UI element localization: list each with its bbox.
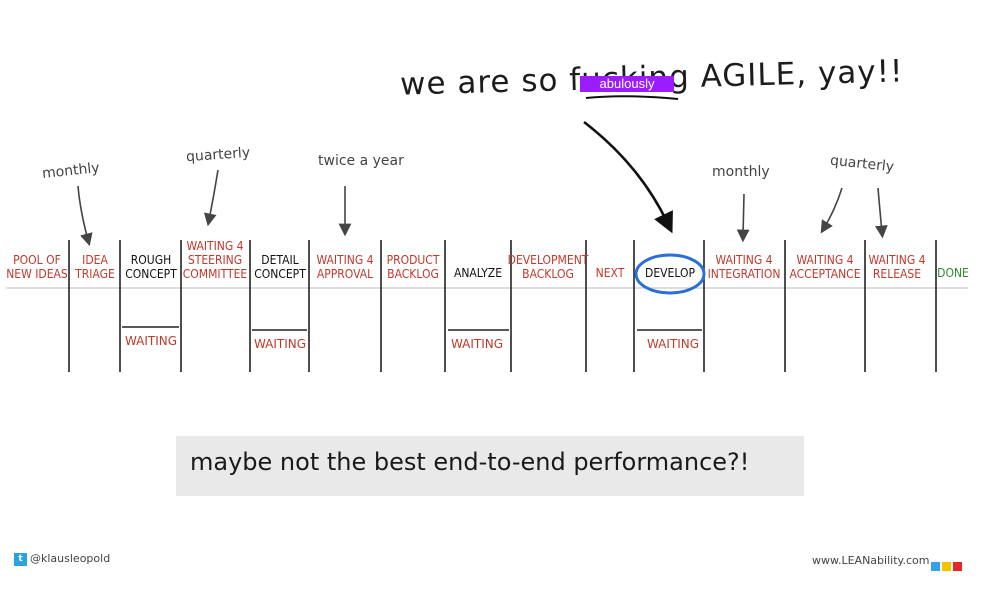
develop-highlight-circle	[634, 253, 706, 295]
column-header-line: ROUGH	[130, 253, 172, 267]
column-header-line: WAITING 4	[868, 253, 926, 267]
column-header-line: DEVELOPMENT	[507, 253, 589, 267]
arrow-monthly-integration	[736, 193, 750, 243]
waiting-label-detail-concept: WAITING	[253, 337, 307, 351]
column-header-line: COMMITTEE	[182, 267, 248, 281]
column-header-line: INTEGRATION	[707, 267, 781, 281]
column-header-line: DEVELOP	[645, 266, 695, 280]
arrow-headline-to-develop	[583, 120, 673, 234]
column-header-line: CONCEPT	[125, 267, 177, 281]
fabulously-overlay-label: abulously	[580, 76, 674, 92]
column-header-line: TRIAGE	[75, 267, 115, 281]
column-header-line: DETAIL	[261, 253, 299, 267]
waiting-label-develop: WAITING	[646, 337, 700, 351]
footer-highlight-box	[176, 436, 804, 496]
waiting-label-rough-concept: WAITING	[124, 334, 178, 348]
footer-question: maybe not the best end-to-end performanc…	[190, 448, 750, 476]
column-header-line: NEXT	[595, 266, 625, 280]
column-header-line: WAITING 4	[316, 253, 374, 267]
logo-square-yellow	[942, 562, 951, 571]
column-header-line: WAITING 4	[715, 253, 773, 267]
column-header-line: WAITING 4	[796, 253, 854, 267]
column-header-line: ANALYZE	[453, 266, 503, 280]
column-header-line: PRODUCT	[386, 253, 440, 267]
twitter-icon: t	[14, 552, 27, 566]
column-header-line: CONCEPT	[254, 267, 306, 281]
column-header-line: POOL OF	[13, 253, 61, 267]
leanability-logo-squares	[931, 556, 964, 575]
waiting-label-analyze: WAITING	[450, 337, 504, 351]
column-header-line: BACKLOG	[387, 267, 439, 281]
column-header-line: IDEA	[82, 253, 108, 267]
column-header-line: ACCEPTANCE	[789, 267, 861, 281]
twitter-credit[interactable]: t@klausleopold	[14, 552, 110, 566]
column-header-line: BACKLOG	[522, 267, 574, 281]
annotation-monthly-integration: monthly	[712, 164, 770, 180]
column-header-line: WAITING 4	[186, 239, 244, 253]
arrow-quarterly-steering	[203, 169, 219, 227]
column-header-line: RELEASE	[872, 267, 922, 281]
column-header-line: APPROVAL	[316, 267, 374, 281]
column-dividers	[68, 240, 937, 372]
column-header-line: STEERING	[187, 253, 243, 267]
arrow-quarterly-acceptance	[820, 187, 843, 234]
arrow-quarterly-release	[874, 187, 888, 239]
column-header-line: NEW IDEAS	[6, 267, 68, 281]
column-header-14: DONE	[937, 266, 969, 280]
column-header-7: ANALYZE	[454, 266, 502, 280]
column-header-10: DEVELOP	[645, 266, 695, 280]
logo-square-red	[953, 562, 962, 571]
arrow-monthly-triage	[77, 185, 93, 247]
annotation-twice-a-year-approval: twice a year	[318, 153, 404, 169]
column-header-line: DONE	[937, 266, 969, 280]
twitter-handle: @klausleopold	[30, 552, 111, 565]
column-header-9: NEXT	[596, 266, 625, 280]
logo-square-blue	[931, 562, 940, 571]
waiting-separators	[122, 326, 702, 331]
website-credit[interactable]: www.LEANability.com	[812, 554, 930, 567]
headline-strike-scribble	[585, 95, 679, 100]
